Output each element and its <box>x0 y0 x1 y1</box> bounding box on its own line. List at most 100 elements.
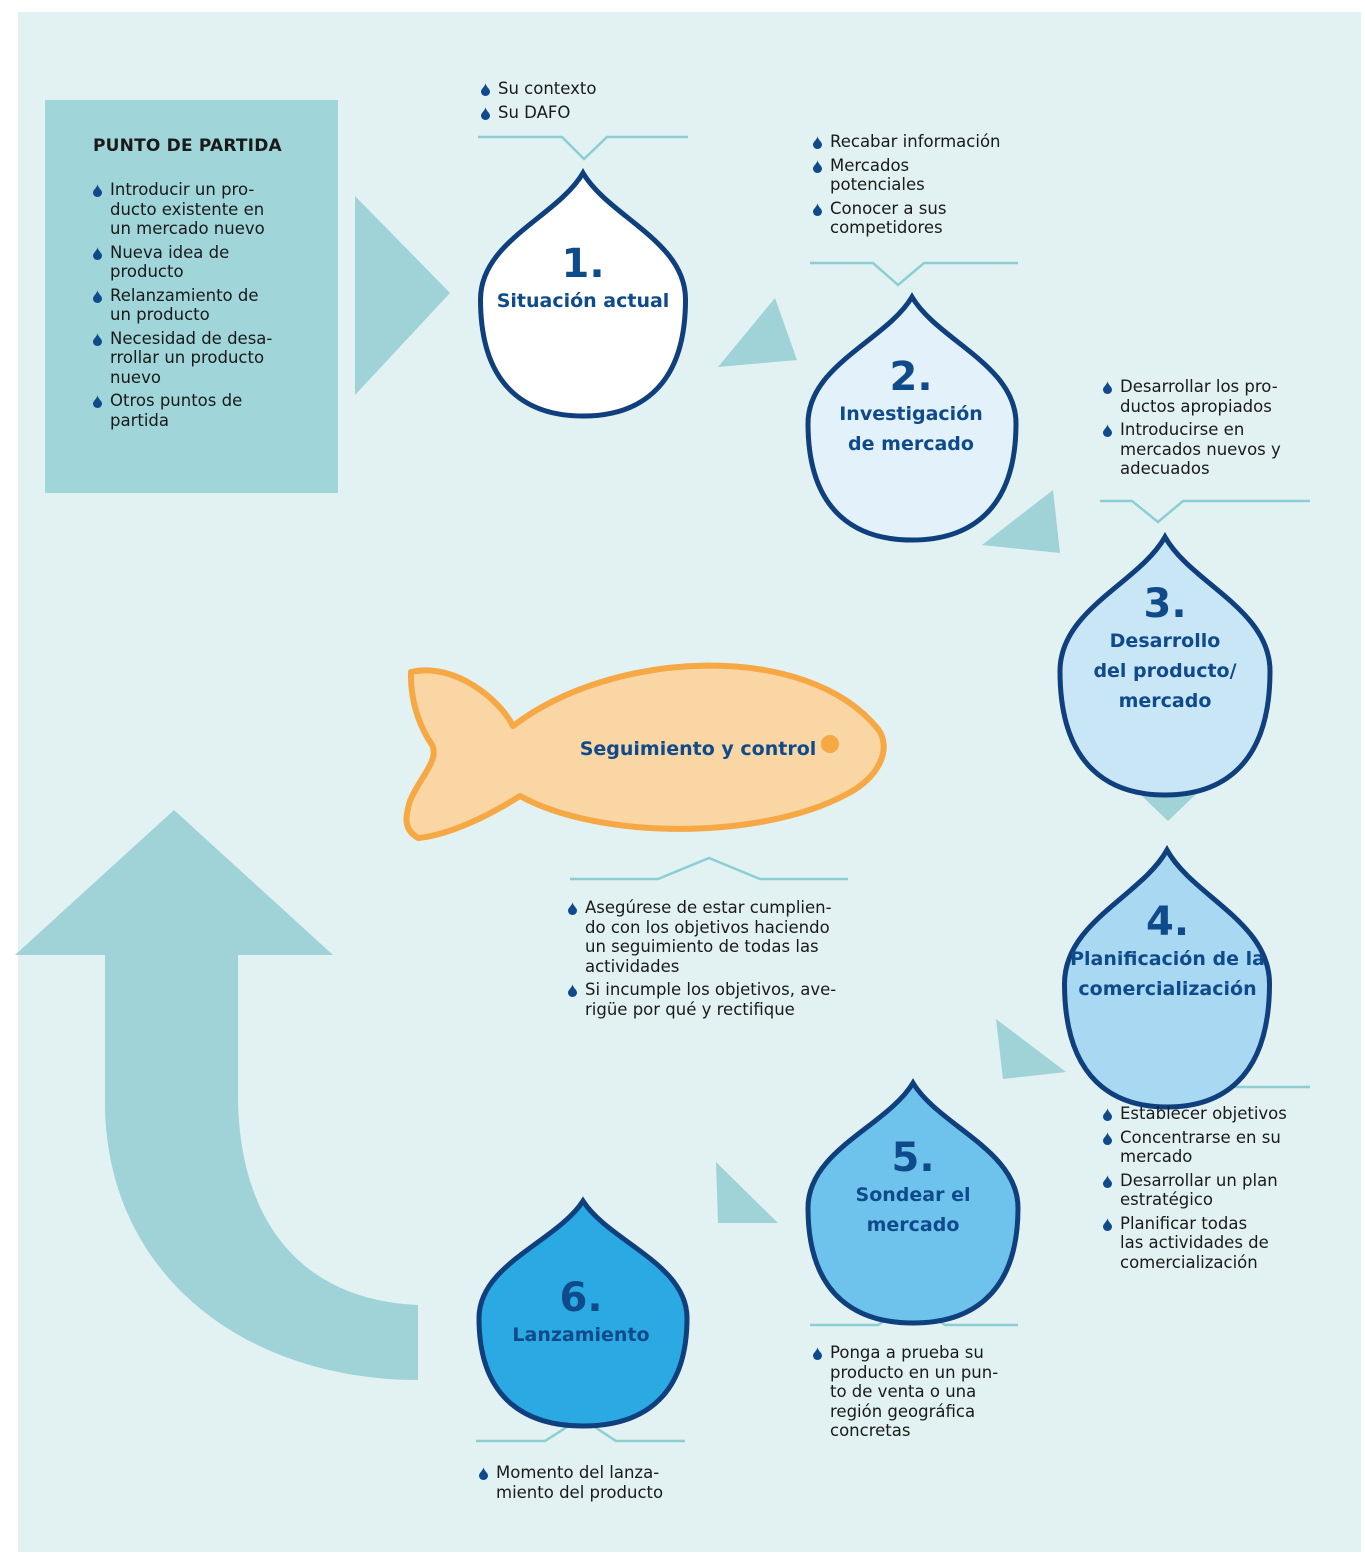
drop-bullet-icon <box>1103 1131 1112 1145</box>
drop-bullet-icon <box>813 1347 822 1360</box>
arrow-5-to-6 <box>716 1162 778 1223</box>
list-item-text: Concentrarse en su mercado <box>1120 1127 1281 1167</box>
separator-3 <box>1100 499 1310 524</box>
arrow-1-to-2 <box>718 298 797 367</box>
list-item-text: Relanzamiento de un producto <box>110 285 259 325</box>
drop-bullet-icon <box>568 984 577 997</box>
step-4-name: Planificación de la comercialización <box>1070 948 1265 1000</box>
separator-1 <box>478 135 688 161</box>
list-item-text: Necesidad de desa- rrollar un producto n… <box>110 328 273 387</box>
list-item: Su contexto <box>478 79 698 99</box>
drop-bullet-icon <box>1103 381 1112 394</box>
drop-bullet-icon <box>93 332 102 346</box>
step-2-drop <box>805 292 1019 543</box>
starting-point-list: Introducir un pro- ducto existente en un… <box>90 180 330 434</box>
step-2-name: Investigación de mercado <box>839 403 983 455</box>
step-6-notes: Momento del lanza- miento del producto <box>476 1463 716 1506</box>
step-5-label: 5. Sondear el mercado <box>808 1136 1018 1240</box>
step-3-number: 3. <box>1143 581 1187 627</box>
list-item-text: Su DAFO <box>498 102 571 122</box>
step-5-drop <box>805 1078 1021 1326</box>
step-5-name: Sondear el mercado <box>855 1184 971 1236</box>
list-item-text: Nueva idea de producto <box>110 242 230 282</box>
arrow-start-to-1 <box>355 196 450 395</box>
step-2-number: 2. <box>889 354 933 400</box>
drop-bullet-icon <box>813 202 822 216</box>
drop-bullet-icon <box>481 106 490 120</box>
list-item: Si incumple los objetivos, ave- rigüe po… <box>565 980 865 1019</box>
list-item: Desarrollar un plan estratégico <box>1100 1171 1340 1210</box>
list-item: Relanzamiento de un producto <box>90 286 330 325</box>
step-1-number: 1. <box>561 241 605 287</box>
drop-bullet-icon <box>1103 1108 1112 1121</box>
step-6-label: 6. Lanzamiento <box>476 1276 686 1350</box>
list-item-text: Conocer a sus competidores <box>830 198 947 238</box>
step-4-number: 4. <box>1145 899 1190 945</box>
list-item-text: Recabar información <box>830 132 1001 151</box>
list-item: Ponga a prueba su producto en un pun- to… <box>810 1343 1050 1441</box>
fish-shape <box>403 662 887 841</box>
step-1-notes: Su contexto Su DAFO <box>478 79 698 126</box>
list-item-text: Otros puntos de partida <box>110 391 243 430</box>
drop-bullet-icon <box>93 246 102 260</box>
step-1-drop <box>477 168 689 419</box>
step-1-name: Situación actual <box>496 290 670 312</box>
drop-bullet-icon <box>813 136 822 149</box>
separator-2 <box>810 261 1018 287</box>
step-5-number: 5. <box>891 1135 935 1181</box>
list-item-text: Asegúrese de estar cumplien- do con los … <box>585 898 832 976</box>
list-item: Asegúrese de estar cumplien- do con los … <box>565 898 865 976</box>
drop-bullet-icon <box>481 83 490 96</box>
list-item-text: Si incumple los objetivos, ave- rigüe po… <box>585 980 837 1019</box>
monitoring-notes: Asegúrese de estar cumplien- do con los … <box>565 898 865 1023</box>
big-return-arrow <box>15 810 418 1380</box>
step-4-label: 4. Planificación de la comercialización <box>1065 900 1270 1004</box>
drop-bullet-icon <box>813 159 822 173</box>
arrow-2-to-3 <box>982 490 1060 553</box>
drop-bullet-icon <box>1103 1174 1112 1188</box>
fish-eye <box>821 735 839 753</box>
list-item-text: Momento del lanza- miento del producto <box>496 1463 664 1502</box>
list-item: Nueva idea de producto <box>90 243 330 282</box>
list-item: Desarrollar los pro- ductos apropiados <box>1100 377 1340 416</box>
drop-bullet-icon <box>568 902 577 915</box>
step-3-name: Desarrollo del producto/ mercado <box>1093 630 1237 712</box>
drop-bullet-icon <box>93 395 102 408</box>
drop-bullet-icon <box>93 289 102 303</box>
step-6-number: 6. <box>559 1275 603 1321</box>
list-item: Mercados potenciales <box>810 156 1050 195</box>
list-item: Conocer a sus competidores <box>810 199 1050 238</box>
list-item: Su DAFO <box>478 103 698 123</box>
step-6-drop <box>476 1196 690 1429</box>
drop-bullet-icon <box>479 1467 488 1480</box>
list-item-text: Ponga a prueba su producto en un pun- to… <box>830 1343 999 1440</box>
list-item: Recabar información <box>810 132 1050 152</box>
list-item: Necesidad de desa- rrollar un producto n… <box>90 329 330 388</box>
arrow-4-to-5 <box>996 1019 1066 1079</box>
list-item-text: Introducir un pro- ducto existente en un… <box>110 180 265 238</box>
list-item: Momento del lanza- miento del producto <box>476 1463 716 1502</box>
step-6-name: Lanzamiento <box>512 1324 650 1346</box>
list-item-text: Establecer objetivos <box>1120 1104 1287 1123</box>
list-item-text: Desarrollar un plan estratégico <box>1120 1170 1278 1210</box>
drop-bullet-icon <box>1103 424 1112 437</box>
step-5-notes: Ponga a prueba su producto en un pun- to… <box>810 1343 1050 1445</box>
list-item-text: Mercados potenciales <box>830 155 925 195</box>
list-item: Planificar todas las actividades de come… <box>1100 1214 1340 1273</box>
monitoring-label: Seguimiento y control <box>579 738 817 760</box>
separator-monitoring <box>570 856 848 881</box>
list-item: Otros puntos de partida <box>90 391 330 430</box>
list-item-text: Introducirse en mercados nuevos y adecua… <box>1120 420 1281 478</box>
list-item: Introducirse en mercados nuevos y adecua… <box>1100 420 1340 479</box>
step-4-drop <box>1061 844 1273 1110</box>
list-item: Concentrarse en su mercado <box>1100 1128 1340 1167</box>
list-item: Establecer objetivos <box>1100 1104 1340 1124</box>
step-1-label: 1. Situación actual <box>478 242 688 316</box>
drop-bullet-icon <box>93 184 102 197</box>
starting-point-title: PUNTO DE PARTIDA <box>93 136 282 156</box>
step-2-label: 2. Investigación de mercado <box>806 355 1016 459</box>
